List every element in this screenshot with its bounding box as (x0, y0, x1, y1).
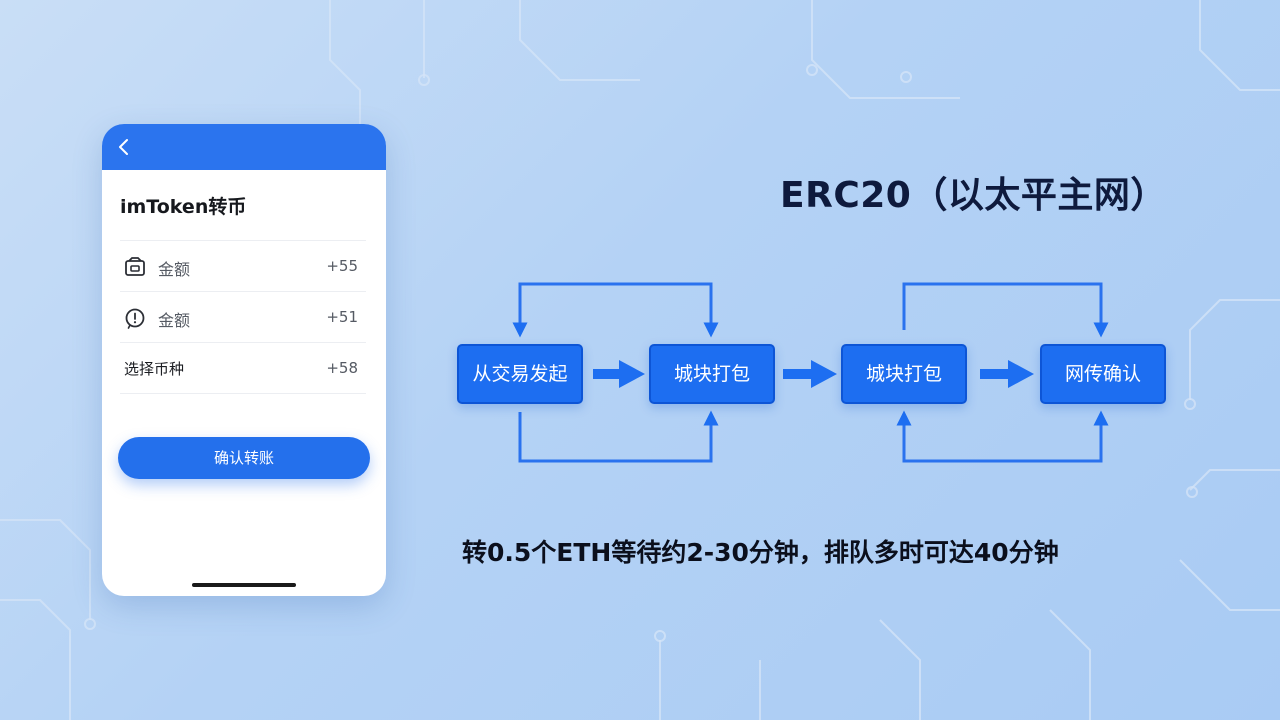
info-circle-icon (125, 308, 145, 329)
phone-title: imToken转币 (120, 196, 247, 218)
wallet-icon (125, 257, 145, 276)
amount-value: +55 (326, 257, 358, 275)
diagram-title: ERC20（以太平主网） (780, 175, 1167, 216)
amount-row-2[interactable]: 金额 +51 (120, 291, 366, 342)
select-coin-row[interactable]: 选择币种 +58 (120, 342, 366, 393)
arrow-right-1 (593, 360, 645, 388)
flow-node-pack-2: 城块打包 (841, 344, 967, 404)
select-coin-label: 选择币种 (124, 360, 185, 378)
home-indicator (192, 583, 296, 587)
arrow-right-3 (980, 360, 1034, 388)
confirm-transfer-button[interactable]: 确认转账 (118, 437, 370, 479)
flow-node-confirm: 网传确认 (1040, 344, 1166, 404)
amount-row-1[interactable]: 金额 +55 (120, 240, 366, 291)
phone-header (102, 124, 386, 170)
row-divider (120, 393, 366, 394)
phone-mockup: imToken转币 金额 +55 金额 +51 选择币种 +58 确认转账 (102, 124, 386, 596)
flow-node-pack-1: 城块打包 (649, 344, 775, 404)
top-loop-2 (902, 282, 1109, 338)
wait-time-note: 转0.5个ETH等待约2-30分钟，排队多时可达40分钟 (462, 538, 1059, 567)
bottom-loop-2 (896, 410, 1109, 463)
top-loop-1 (512, 282, 719, 338)
amount-value: +51 (326, 308, 358, 326)
amount-label: 金额 (158, 311, 191, 330)
arrow-right-2 (783, 360, 837, 388)
flow-node-start: 从交易发起 (457, 344, 583, 404)
back-arrow-icon[interactable] (116, 138, 132, 156)
amount-label: 金额 (158, 260, 191, 279)
bottom-loop-1 (518, 410, 719, 463)
select-coin-value: +58 (326, 359, 358, 377)
